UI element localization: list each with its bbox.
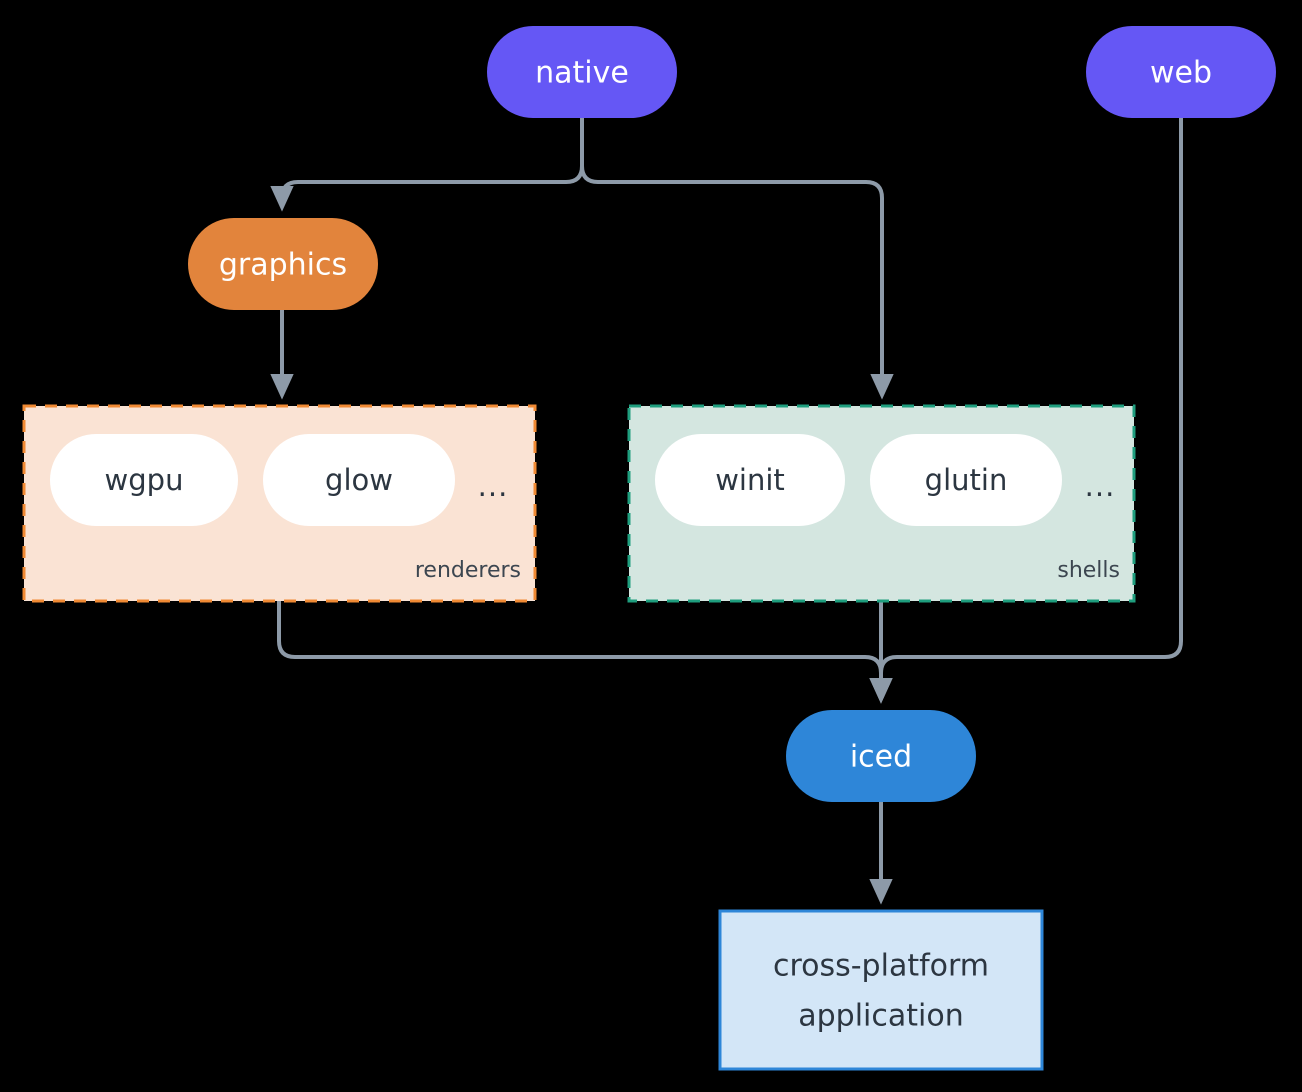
group-shells: winit glutin ... shells xyxy=(627,404,1136,603)
edge-renderers-to-iced xyxy=(277,601,893,704)
chip-glow-shape xyxy=(263,434,455,526)
edge-native-to-graphics xyxy=(270,118,584,212)
group-renderers-caption: renderers xyxy=(415,558,521,583)
node-application-label-line2: application xyxy=(798,999,963,1034)
node-iced-shape xyxy=(786,710,976,802)
chip-glow-label: glow xyxy=(325,463,393,497)
chip-wgpu-label: wgpu xyxy=(105,463,184,497)
node-web-label: web xyxy=(1150,56,1212,91)
node-graphics[interactable]: graphics xyxy=(188,218,378,310)
edge-native-to-shells xyxy=(580,118,894,400)
node-iced[interactable]: iced xyxy=(786,710,976,802)
node-web[interactable]: web xyxy=(1086,26,1276,118)
chip-winit-label: winit xyxy=(715,463,785,497)
node-web-shape xyxy=(1086,26,1276,118)
chip-winit-shape xyxy=(655,434,845,526)
edge-web-to-iced xyxy=(869,118,1183,704)
group-renderers: wgpu glow ... renderers xyxy=(22,404,537,603)
node-native[interactable]: native xyxy=(487,26,677,118)
chip-glow[interactable]: glow xyxy=(263,434,455,526)
node-application-label-line1: cross-platform xyxy=(773,949,989,984)
node-graphics-shape xyxy=(188,218,378,310)
edge-layer xyxy=(270,118,1183,905)
chip-winit[interactable]: winit xyxy=(655,434,845,526)
group-shells-caption: shells xyxy=(1057,558,1120,583)
node-application[interactable]: cross-platform application xyxy=(718,909,1044,1071)
chip-glutin-label: glutin xyxy=(925,463,1008,497)
chip-glutin[interactable]: glutin xyxy=(870,434,1062,526)
node-native-label: native xyxy=(535,56,629,91)
node-native-shape xyxy=(487,26,677,118)
node-application-shape xyxy=(718,909,1044,1071)
node-graphics-label: graphics xyxy=(219,248,347,283)
renderers-ellipsis-label: ... xyxy=(478,469,509,503)
chip-wgpu[interactable]: wgpu xyxy=(50,434,238,526)
chip-wgpu-shape xyxy=(50,434,238,526)
node-iced-label: iced xyxy=(850,740,912,775)
shells-ellipsis-label: ... xyxy=(1085,469,1116,503)
chip-glutin-shape xyxy=(870,434,1062,526)
